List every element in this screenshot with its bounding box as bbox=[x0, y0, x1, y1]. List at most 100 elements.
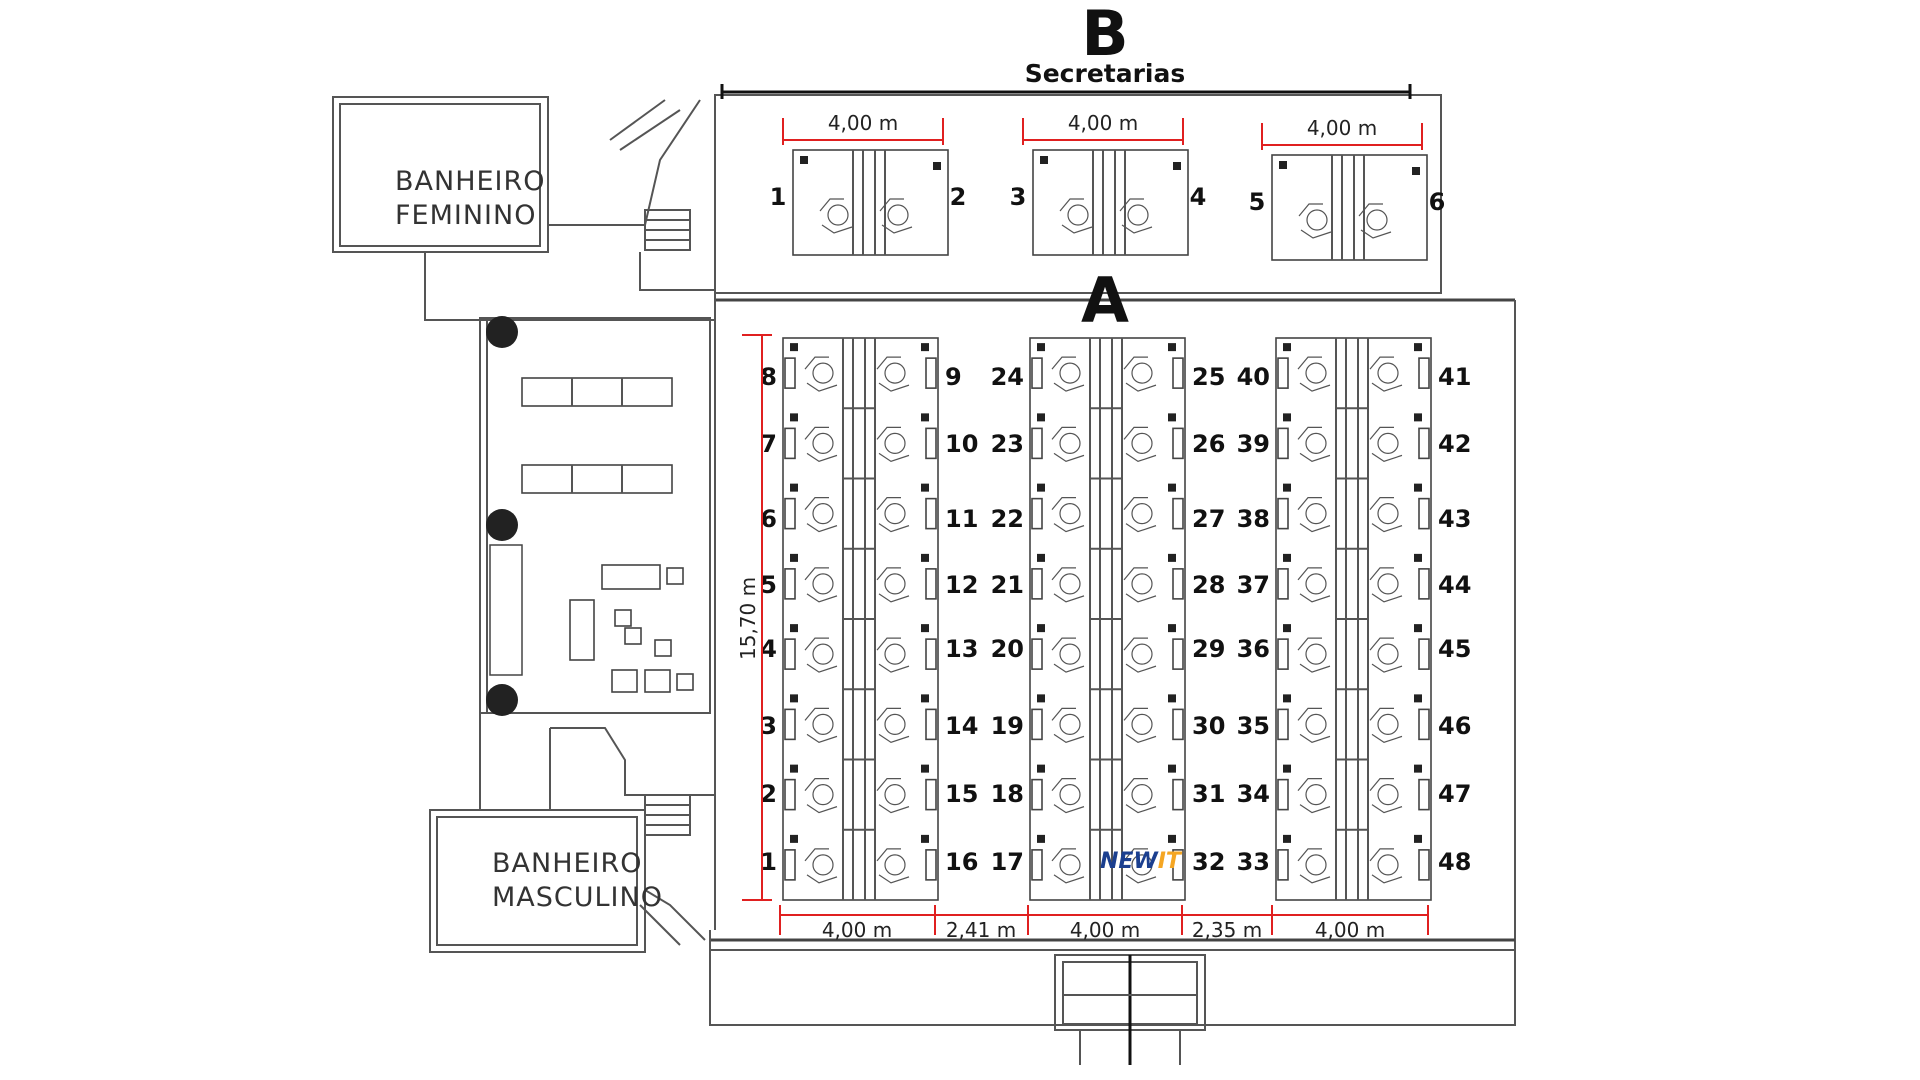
chair-icon bbox=[884, 362, 906, 384]
desk-number: 21 bbox=[991, 571, 1024, 599]
chair-icon bbox=[1306, 209, 1328, 231]
bathroom-male-label-1: BANHEIRO bbox=[492, 848, 643, 879]
desk-number: 15 bbox=[945, 780, 978, 808]
desk-number: 29 bbox=[1192, 635, 1225, 663]
chair-icon bbox=[884, 784, 906, 806]
chair-icon bbox=[1377, 573, 1399, 595]
desk-number: 43 bbox=[1438, 505, 1471, 533]
chair-icon bbox=[812, 573, 834, 595]
bathroom-male-label-2: MASCULINO bbox=[492, 882, 663, 913]
desk-number: 14 bbox=[945, 712, 978, 740]
bottom-dim-1: 4,00 m bbox=[822, 918, 892, 942]
desk-number: 33 bbox=[1237, 848, 1270, 876]
chair-icon bbox=[1131, 573, 1153, 595]
desk-number: 1 bbox=[760, 848, 777, 876]
desk-number: 13 bbox=[945, 635, 978, 663]
building-walls bbox=[709, 94, 1516, 1026]
desk-number: 5 bbox=[760, 571, 777, 599]
plant-icon bbox=[486, 684, 518, 716]
chair-icon bbox=[884, 573, 906, 595]
chair-icon bbox=[812, 854, 834, 876]
chair-icon bbox=[1305, 854, 1327, 876]
desk-number: 47 bbox=[1438, 780, 1471, 808]
chair-icon bbox=[1305, 643, 1327, 665]
chair-icon bbox=[1305, 784, 1327, 806]
chair-icon bbox=[1131, 643, 1153, 665]
chair-icon bbox=[812, 713, 834, 735]
desk-number: 17 bbox=[991, 848, 1024, 876]
chair-icon bbox=[1377, 503, 1399, 525]
chair-icon bbox=[1059, 573, 1081, 595]
chair-icon bbox=[1131, 784, 1153, 806]
desk-number: 31 bbox=[1192, 780, 1225, 808]
chair-icon bbox=[812, 784, 834, 806]
desk-number: 24 bbox=[991, 363, 1024, 391]
chair-icon bbox=[1366, 209, 1388, 231]
desk-number: 42 bbox=[1438, 430, 1471, 458]
secretaria-width-label: 4,00 m bbox=[1307, 116, 1377, 140]
desk-number: 16 bbox=[945, 848, 978, 876]
chair-icon bbox=[812, 362, 834, 384]
desk-number: 3 bbox=[1010, 183, 1027, 211]
chair-icon bbox=[884, 432, 906, 454]
bathroom-male: BANHEIRO MASCULINO bbox=[429, 794, 706, 953]
chair-icon bbox=[1377, 362, 1399, 384]
chair-icon bbox=[1305, 713, 1327, 735]
desk-number: 25 bbox=[1192, 363, 1225, 391]
chair-icon bbox=[884, 643, 906, 665]
secretaria-width-label: 4,00 m bbox=[1068, 111, 1138, 135]
logo-new: NEW bbox=[1100, 849, 1159, 874]
desk-number: 36 bbox=[1237, 635, 1270, 663]
desk-number: 8 bbox=[760, 363, 777, 391]
desk-number: 4 bbox=[1190, 183, 1207, 211]
chair-icon bbox=[1305, 362, 1327, 384]
desk-number: 9 bbox=[945, 363, 962, 391]
chair-icon bbox=[1377, 432, 1399, 454]
desk-number: 18 bbox=[991, 780, 1024, 808]
chair-icon bbox=[1377, 643, 1399, 665]
desk-number: 4 bbox=[760, 635, 777, 663]
chair-icon bbox=[1059, 643, 1081, 665]
chair-icon bbox=[1059, 854, 1081, 876]
chair-icon bbox=[1305, 503, 1327, 525]
desk-number: 12 bbox=[945, 571, 978, 599]
desk-number: 11 bbox=[945, 505, 978, 533]
desk-number: 6 bbox=[760, 505, 777, 533]
desk-number: 19 bbox=[991, 712, 1024, 740]
desk-number: 28 bbox=[1192, 571, 1225, 599]
zone-b-label: B bbox=[1081, 0, 1128, 70]
chair-icon bbox=[827, 204, 849, 226]
desk-number: 34 bbox=[1237, 780, 1270, 808]
plant-icon bbox=[486, 509, 518, 541]
chair-icon bbox=[1131, 713, 1153, 735]
desk-number: 26 bbox=[1192, 430, 1225, 458]
secretaria-desk: 4,00 m 3 4 bbox=[1010, 111, 1207, 256]
desk-number: 27 bbox=[1192, 505, 1225, 533]
desk-number: 20 bbox=[991, 635, 1024, 663]
chair-icon bbox=[1131, 854, 1153, 876]
chair-icon bbox=[1305, 432, 1327, 454]
chair-icon bbox=[1305, 573, 1327, 595]
desk-number: 46 bbox=[1438, 712, 1471, 740]
secretarias-bracket bbox=[720, 84, 1412, 99]
gap-dim-1: 2,41 m bbox=[946, 918, 1016, 942]
desk-number: 37 bbox=[1237, 571, 1270, 599]
desk-number: 22 bbox=[991, 505, 1024, 533]
chair-icon bbox=[884, 503, 906, 525]
chair-icon bbox=[884, 854, 906, 876]
chair-icon bbox=[1377, 784, 1399, 806]
bathroom-female-label-1: BANHEIRO bbox=[395, 166, 546, 197]
chair-icon bbox=[884, 713, 906, 735]
plant-icon bbox=[486, 316, 518, 348]
desk-number: 44 bbox=[1438, 571, 1471, 599]
desk-number: 3 bbox=[760, 712, 777, 740]
desk-number: 7 bbox=[760, 430, 777, 458]
chair-icon bbox=[812, 643, 834, 665]
chair-icon bbox=[1377, 713, 1399, 735]
desk-number: 30 bbox=[1192, 712, 1225, 740]
desk-number: 40 bbox=[1237, 363, 1270, 391]
